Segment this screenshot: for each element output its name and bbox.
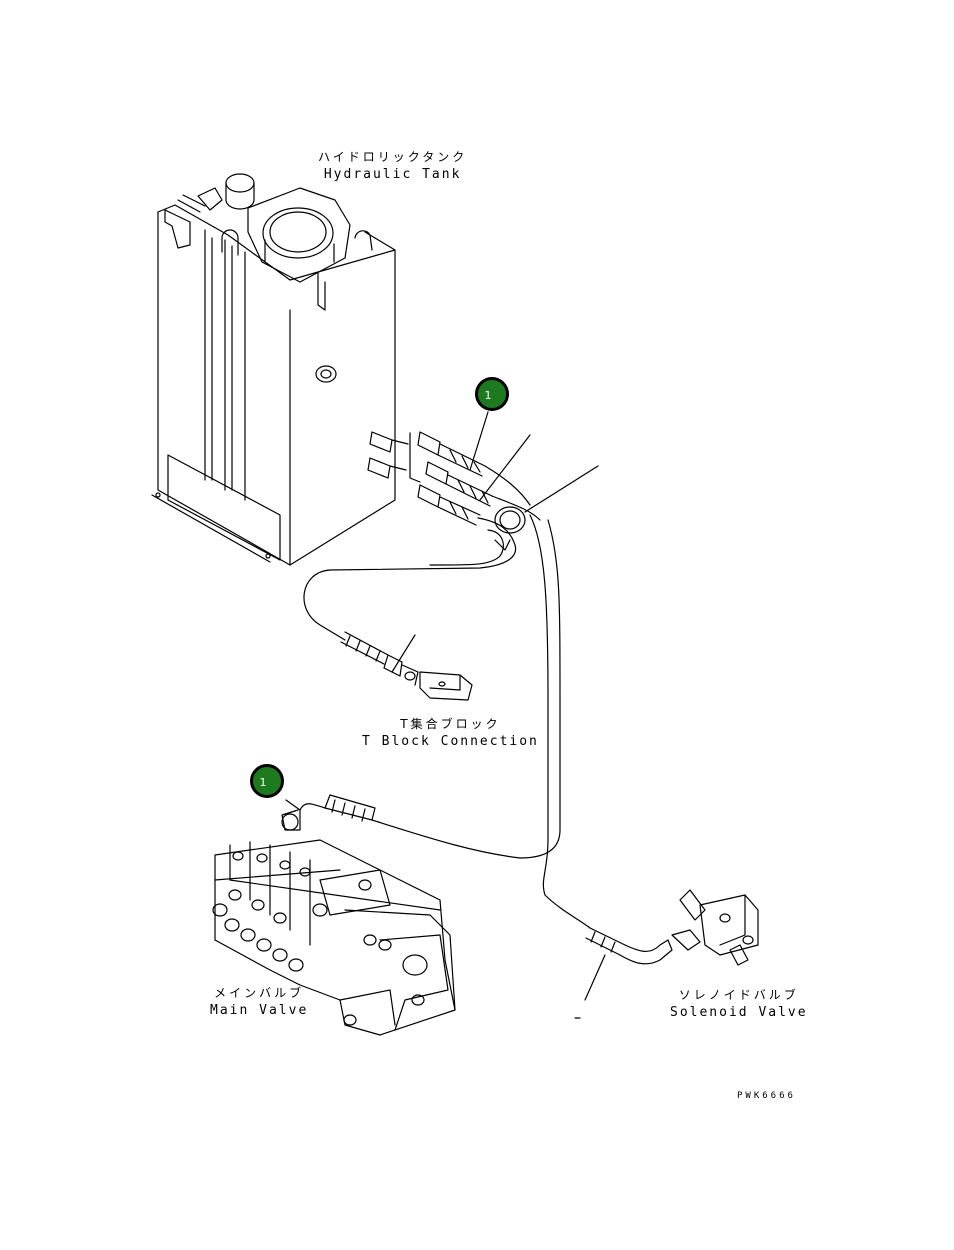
hose-routing [303,465,591,929]
t-block-assembly [340,631,473,701]
tank-port-fittings [367,431,493,526]
hydraulic-tank-label: ハイドロリックタンク Hydraulic Tank [318,148,467,184]
main-valve-hose-end [281,794,376,831]
hydraulic-tank-drawing [151,173,396,566]
t-block-label-jp: T集合ブロック [400,717,501,731]
solenoid-valve-label: ソレノイドバルブ Solenoid Valve [670,986,808,1022]
main-valve-drawing [212,839,456,1036]
main-valve-label: メインバルブ Main Valve [210,984,308,1020]
solenoid-valve-drawing [585,889,759,966]
t-block-label: T集合ブロック T Block Connection [362,715,539,751]
part-callout-1-lower: 1 [250,764,284,798]
leader-lines [285,411,606,1019]
t-block-label-en: T Block Connection [362,734,539,749]
solenoid-valve-label-jp: ソレノイドバルブ [678,988,799,1002]
hydraulic-tank-label-en: Hydraulic Tank [323,167,462,182]
main-valve-label-en: Main Valve [210,1003,309,1018]
solenoid-valve-label-en: Solenoid Valve [670,1005,808,1020]
main-valve-label-jp: メインバルブ [214,986,305,1000]
part-callout-1: 1 [475,377,509,411]
drawing-code: PWK6666 [737,1091,796,1101]
hydraulic-tank-label-jp: ハイドロリックタンク [318,150,468,164]
